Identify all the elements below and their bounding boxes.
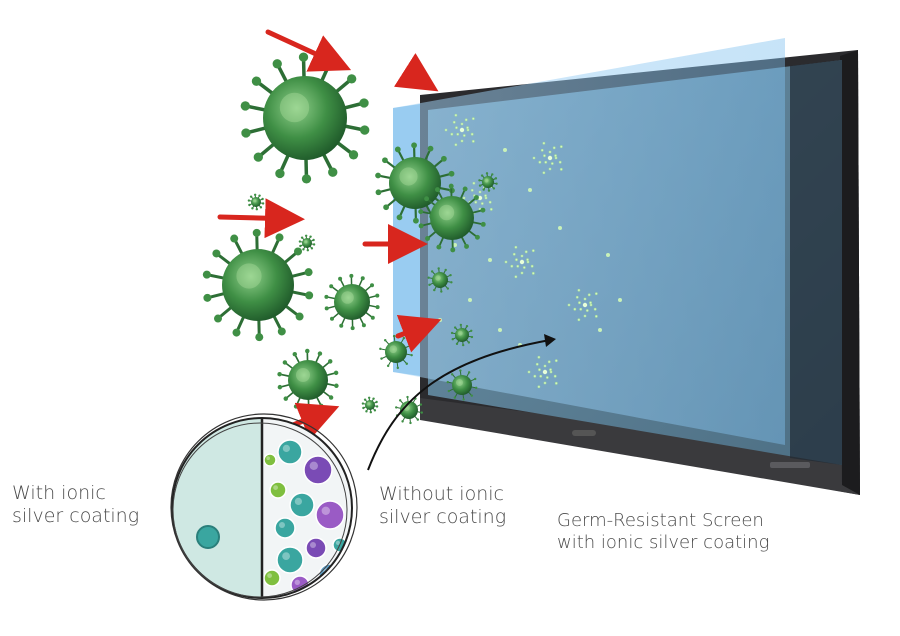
virus-icon <box>298 234 316 252</box>
caption-line: silver coating <box>379 506 507 529</box>
particle-dot <box>468 298 472 302</box>
caption-line: With ionic <box>12 482 106 504</box>
red-arrow <box>265 29 352 72</box>
red-arrow <box>393 53 439 92</box>
sparkle-cluster <box>444 113 475 147</box>
virus-icon <box>361 396 379 414</box>
caption-with-coating: With ionic silver coating <box>12 482 139 528</box>
monitor-buttons <box>770 462 810 468</box>
caption-line: silver coating <box>12 505 140 528</box>
ionic-silver-particles <box>438 113 622 389</box>
sparkle-cluster <box>462 181 493 215</box>
red-arrow <box>395 315 442 353</box>
germ-icon <box>263 453 277 467</box>
virus-icon <box>446 369 478 401</box>
virus-icon <box>324 273 380 331</box>
virus-icon <box>247 193 265 211</box>
germ-icon <box>274 517 296 539</box>
silver-coating-layer <box>393 38 785 445</box>
germ-icon <box>305 537 327 559</box>
germ-icon <box>303 455 333 485</box>
germ-icon <box>289 492 315 518</box>
sparkle-cluster <box>567 288 598 322</box>
sparkle-cluster <box>527 355 558 389</box>
particle-dot <box>488 258 492 262</box>
single-germ <box>196 525 220 549</box>
particle-dot <box>438 318 442 322</box>
pointer-arrow <box>367 334 556 471</box>
particle-dot <box>618 298 622 302</box>
germ-icon <box>315 500 345 530</box>
particle-dot <box>606 253 610 257</box>
caption-without-coating: Without ionic silver coating <box>379 483 506 529</box>
particle-dot <box>498 328 502 332</box>
particle-dot <box>453 243 457 247</box>
virus-icon <box>202 228 314 342</box>
germ-cluster <box>263 439 348 595</box>
particle-dot <box>558 226 562 230</box>
sparkle-cluster <box>532 141 563 175</box>
germ-icon <box>263 569 281 587</box>
monitor-sensor <box>572 430 596 436</box>
virus-icon <box>478 172 498 192</box>
virus-icon <box>395 395 423 425</box>
germ-icon <box>276 546 304 574</box>
monitor-side <box>840 50 860 495</box>
circle-sketch-outline <box>170 413 358 601</box>
virus-icon <box>450 323 474 347</box>
red-arrow <box>217 198 305 239</box>
caption-line: Germ-Resistant Screen <box>557 510 764 531</box>
virus-icon <box>277 348 339 412</box>
sparkle-cluster <box>504 245 535 279</box>
virus-icon <box>418 183 486 253</box>
caption-line: with ionic silver coating <box>557 531 770 553</box>
comparison-circle <box>170 413 358 601</box>
virus-icon <box>427 267 453 293</box>
circle-sketch-outline <box>171 417 353 599</box>
germ-icon <box>277 439 303 465</box>
virus-icon <box>240 52 370 184</box>
arrow-group <box>217 29 442 440</box>
germ-icon <box>269 481 287 499</box>
particle-dot <box>503 148 507 152</box>
caption-line: Without ionic <box>379 483 504 505</box>
monitor-bottom-bar <box>420 398 860 495</box>
circle-sketch-outline <box>172 422 348 598</box>
caption-germ-resistant-screen: Germ-Resistant Screen with ionic silver … <box>557 510 769 554</box>
monitor-screen-dark-edge <box>790 60 842 465</box>
particle-dot <box>598 328 602 332</box>
clean-surface <box>172 418 262 598</box>
particle-dot <box>528 188 532 192</box>
